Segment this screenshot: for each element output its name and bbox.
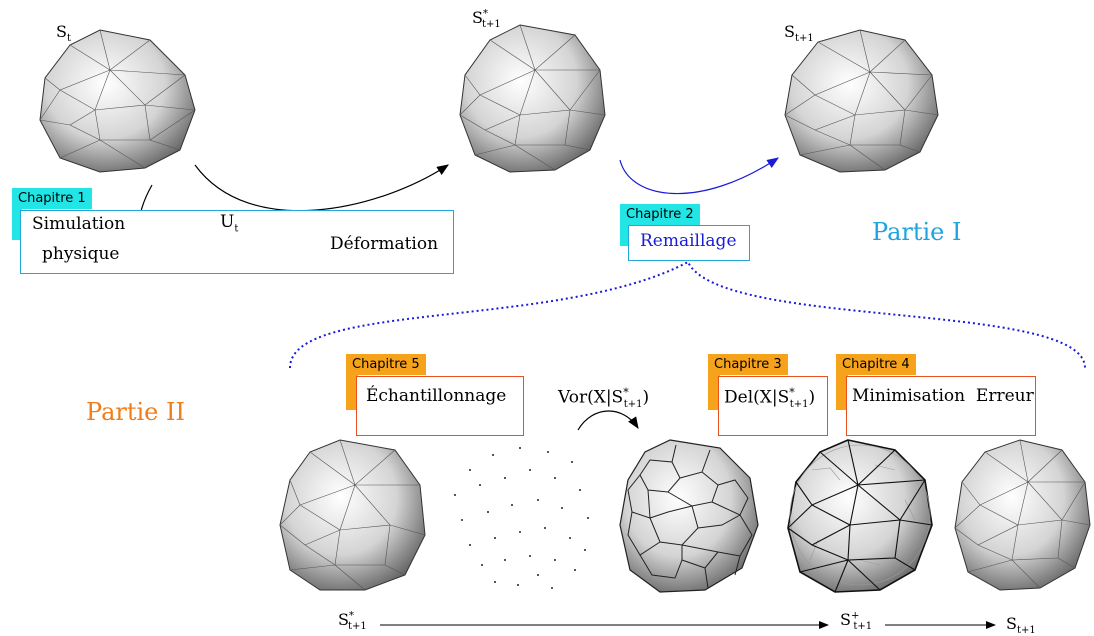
sphere-s-star-top — [459, 24, 606, 173]
chapter2-shadow — [620, 214, 630, 246]
chapter1-tab: Chapitre 1 — [12, 188, 92, 209]
remaillage-arrow — [619, 157, 779, 195]
sphere-s-next-top — [784, 29, 939, 173]
chapter3-box — [718, 376, 828, 436]
chapter5-box — [356, 376, 524, 436]
chapter2-box — [628, 225, 750, 261]
sphere-s-t — [39, 29, 196, 173]
chapter5-tab: Chapitre 5 — [346, 354, 426, 375]
ut-label: Ut — [220, 212, 239, 235]
delaunay-sphere — [787, 439, 933, 593]
partie-2-label: Partie II — [86, 398, 185, 426]
label-s-star-top: S*t+1 — [472, 8, 501, 31]
label-s-plus-bottom: S+t+1 — [840, 610, 873, 633]
sphere-s-star-bottom — [279, 439, 426, 591]
remaillage-label: Remaillage — [640, 231, 737, 251]
partie-1-label: Partie I — [872, 218, 962, 246]
voronoi-sphere — [619, 439, 759, 593]
chapter1-shadow — [12, 192, 22, 240]
physique-label: physique — [42, 244, 120, 264]
sample-points — [454, 447, 589, 589]
deformation-arrow — [194, 164, 450, 212]
chapter1-box — [20, 210, 454, 274]
chapter4-tab: Chapitre 4 — [836, 354, 916, 375]
label-s-next-bottom: St+1 — [1006, 614, 1036, 636]
voronoi-label: Vor(X|S*t+1) — [558, 386, 650, 411]
simulation-label: Simulation — [32, 214, 126, 234]
arrow-voronoi — [577, 410, 639, 431]
chapter4-box — [846, 376, 1036, 436]
minimisation-label: Minimisation Erreur — [852, 386, 1034, 406]
label-s-next-top: St+1 — [784, 22, 814, 45]
dotted-brace — [289, 260, 1086, 369]
chapter2-tab: Chapitre 2 — [620, 204, 700, 225]
label-s-star-bottom: S*t+1 — [338, 610, 367, 633]
label-s-t: St — [56, 22, 71, 45]
sphere-s-next-bottom — [954, 439, 1091, 591]
echantillonnage-label: Échantillonnage — [366, 386, 507, 406]
delaunay-label: Del(X|S*t+1) — [724, 386, 816, 411]
deformation-label: Déformation — [330, 234, 439, 254]
chapter3-tab: Chapitre 3 — [708, 354, 788, 375]
